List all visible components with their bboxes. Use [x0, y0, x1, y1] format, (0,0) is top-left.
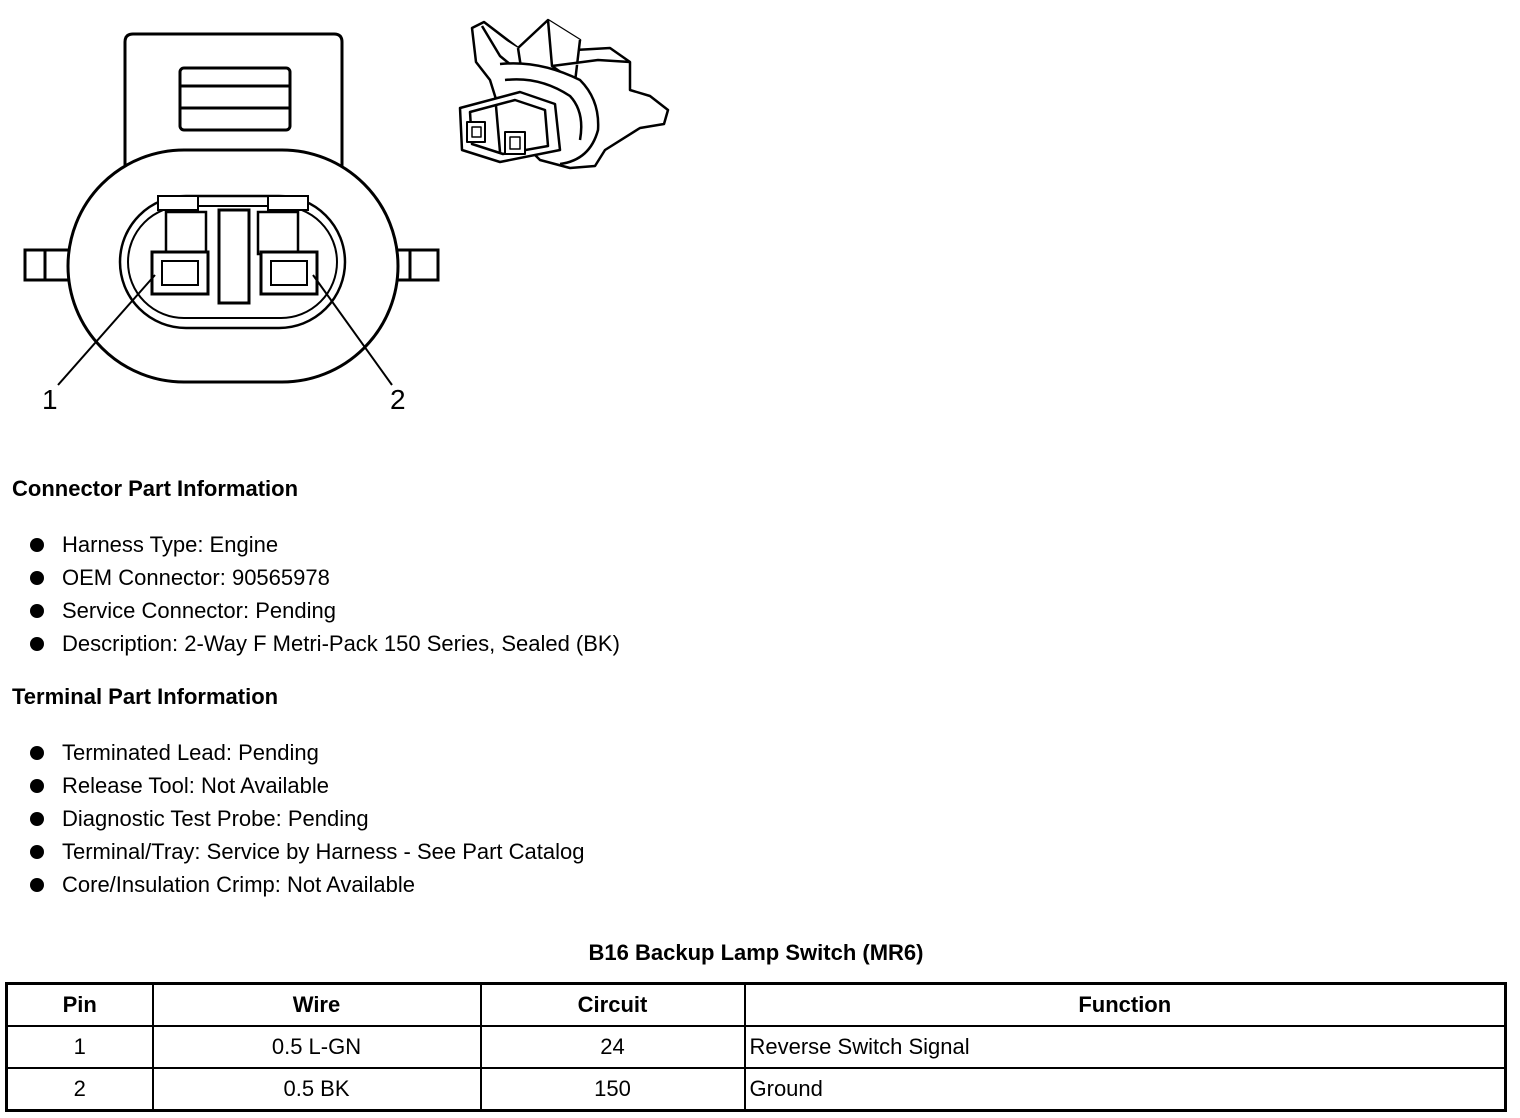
cell-pin: 1: [5, 1025, 154, 1069]
connector-diagram: [23, 18, 670, 386]
bullet-icon: [30, 878, 44, 892]
cell-circuit: 150: [479, 1067, 746, 1112]
table-row: 1 0.5 L-GN 24 Reverse Switch Signal: [5, 1025, 1507, 1069]
pin-table-title: B16 Backup Lamp Switch (MR6): [588, 940, 924, 965]
cell-function: Reverse Switch Signal: [743, 1025, 1507, 1069]
cell-function: Ground: [743, 1067, 1507, 1112]
table-header-row: Pin Wire Circuit Function: [5, 982, 1507, 1027]
list-item: Description: 2-Way F Metri-Pack 150 Seri…: [26, 627, 620, 660]
cell-pin: 2: [5, 1067, 154, 1112]
pin-table: Pin Wire Circuit Function 1 0.5 L-GN 24 …: [5, 982, 1507, 1112]
bullet-icon: [30, 746, 44, 760]
cell-wire: 0.5 BK: [151, 1067, 482, 1112]
pin-leader-lines: [57, 274, 393, 386]
list-item: Service Connector: Pending: [26, 594, 620, 627]
list-item: Harness Type: Engine: [26, 528, 620, 561]
pin-label-2: 2: [390, 384, 406, 415]
connector-info-list: Harness Type: Engine OEM Connector: 9056…: [26, 528, 620, 660]
bullet-icon: [30, 637, 44, 651]
list-item: Diagnostic Test Probe: Pending: [26, 802, 585, 835]
table-row: 2 0.5 BK 150 Ground: [5, 1067, 1507, 1112]
list-item: Release Tool: Not Available: [26, 769, 585, 802]
terminal-info-title: Terminal Part Information: [12, 684, 279, 709]
bullet-icon: [30, 845, 44, 859]
connector-info-title: Connector Part Information: [12, 476, 299, 501]
list-item: OEM Connector: 90565978: [26, 561, 620, 594]
bullet-icon: [30, 779, 44, 793]
bullet-icon: [30, 604, 44, 618]
header-wire: Wire: [151, 982, 482, 1027]
header-function: Function: [743, 982, 1507, 1027]
header-circuit: Circuit: [479, 982, 746, 1027]
bullet-icon: [30, 812, 44, 826]
terminal-info-list: Terminated Lead: Pending Release Tool: N…: [26, 736, 585, 901]
connector-3d-view: [458, 18, 670, 170]
bullet-icon: [30, 571, 44, 585]
list-item: Terminal/Tray: Service by Harness - See …: [26, 835, 585, 868]
cell-wire: 0.5 L-GN: [151, 1025, 482, 1069]
list-item: Terminated Lead: Pending: [26, 736, 585, 769]
connector-face-view: [23, 32, 440, 384]
list-item: Core/Insulation Crimp: Not Available: [26, 868, 585, 901]
pin-label-1: 1: [42, 384, 58, 415]
header-pin: Pin: [5, 982, 154, 1027]
bullet-icon: [30, 538, 44, 552]
cell-circuit: 24: [479, 1025, 746, 1069]
